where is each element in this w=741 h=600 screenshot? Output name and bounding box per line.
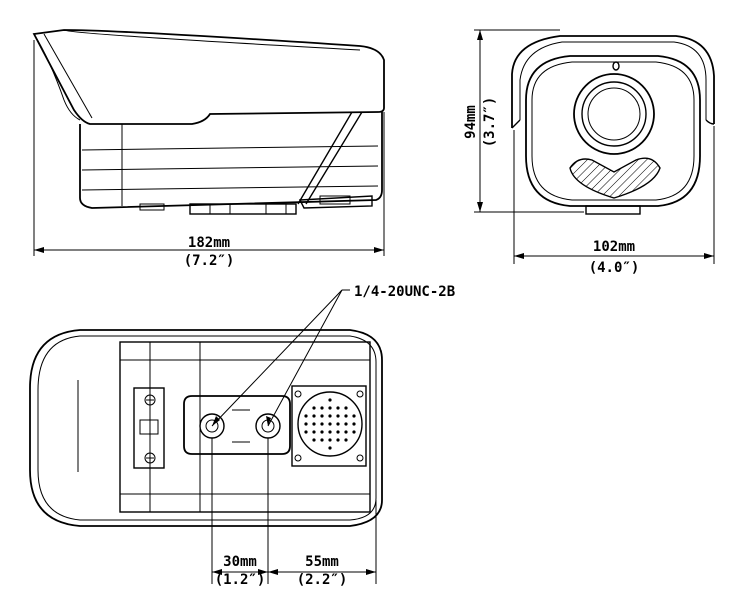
front-view: 102mm (4.0″) 94mm (3.7″) [463, 29, 715, 276]
thread-label: 1/4-20UNC-2B [354, 284, 455, 300]
speaker-holes [304, 398, 356, 450]
front-width-mm: 102mm [593, 239, 635, 255]
side-length-in: (7.2″) [184, 253, 235, 269]
front-width-in: (4.0″) [589, 260, 640, 276]
front-height-mm: 94mm [463, 105, 479, 139]
spacing-b-mm: 55mm [305, 554, 339, 570]
front-height-in: (3.7″) [482, 97, 498, 148]
side-view: 182mm (7.2″) [32, 29, 385, 269]
spacing-b-in: (2.2″) [297, 572, 348, 588]
side-length-mm: 182mm [188, 235, 230, 251]
spacing-a-in: (1.2″) [215, 572, 266, 588]
spacing-a-mm: 30mm [223, 554, 257, 570]
bottom-view: 1/4-20UNC-2B 30mm (1.2″) 55mm (2.2″) [29, 284, 455, 588]
